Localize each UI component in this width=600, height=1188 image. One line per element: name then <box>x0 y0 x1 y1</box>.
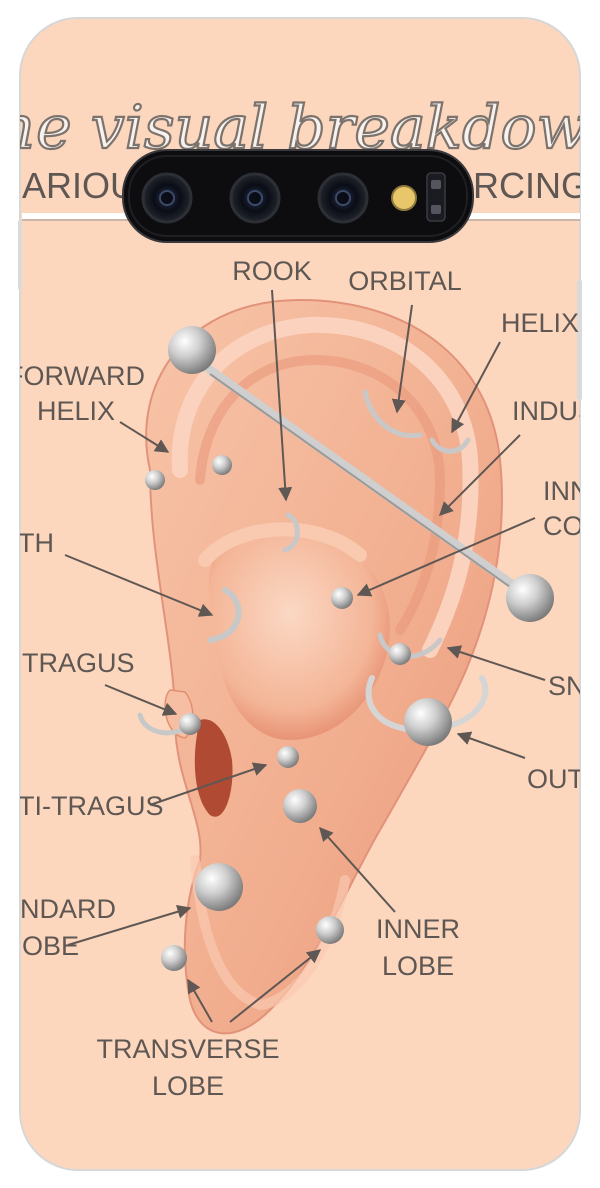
camera-lens-3-glint <box>335 190 351 206</box>
leader-outer-conch <box>456 731 526 759</box>
caps-title-left: ARIOU <box>22 165 136 206</box>
inner-lobe-ball-lower <box>316 916 344 944</box>
leader-orbital <box>391 304 413 414</box>
label-standard-lobe-2: OBE <box>22 931 79 961</box>
forward-helix-ball-2 <box>212 455 232 475</box>
label-daith: TH <box>18 528 54 558</box>
label-tragus: TRAGUS <box>22 648 135 678</box>
rook-ring <box>282 512 300 553</box>
label-standard-lobe-1: NDARD <box>20 894 116 924</box>
script-title: the visual breakdown <box>0 93 600 163</box>
helix-ring <box>429 437 471 454</box>
transverse-lobe-ball <box>161 945 187 971</box>
label-helix: HELIX <box>501 308 579 338</box>
label-inner-lobe-1: INNER <box>376 914 460 944</box>
sensor-dot-1 <box>431 180 441 189</box>
label-orbital: ORBITAL <box>348 266 462 296</box>
camera-module <box>122 149 474 243</box>
leader-snug <box>446 645 546 681</box>
camera-lens-1-glint <box>159 190 175 206</box>
inner-conch-ball <box>331 587 353 609</box>
label-anti-tragus: TI-TRAGUS <box>18 791 164 821</box>
flash-icon <box>391 185 417 211</box>
ear-canal <box>194 719 233 817</box>
industrial-bar <box>205 365 525 595</box>
label-inner-lobe-2: LOBE <box>382 951 454 981</box>
sensor-dot-2 <box>431 205 441 214</box>
leader-rook <box>271 289 293 502</box>
leader-forward-helix <box>119 421 170 453</box>
leader-helix <box>451 341 501 434</box>
label-rook: ROOK <box>232 256 312 286</box>
leader-inner-conch <box>356 517 536 597</box>
ear-antihelix <box>198 522 367 567</box>
daith-ring <box>207 587 242 643</box>
inner-lobe-ball-upper <box>283 789 317 823</box>
industrial-bar-shade <box>209 373 521 595</box>
jewelry-group <box>137 326 554 971</box>
leader-tragus <box>104 684 178 716</box>
leader-anti-tragus <box>149 762 268 806</box>
camera-bar <box>122 149 474 243</box>
camera-bar-inner <box>128 155 468 237</box>
ear-concha-bowl <box>208 530 390 740</box>
leader-industrial <box>439 434 521 516</box>
leader-transverse-lobe-b <box>229 949 322 1023</box>
label-snug: SN <box>548 671 586 701</box>
side-button-right <box>577 280 582 400</box>
side-button-left <box>18 220 22 290</box>
tragus-ball <box>179 713 201 735</box>
forward-helix-ball-1 <box>145 470 165 490</box>
label-inner-conch-2: CO <box>543 511 584 541</box>
leader-daith <box>64 554 214 617</box>
snug-ball <box>389 643 411 665</box>
leader-lines <box>64 289 546 1023</box>
standard-lobe-ball <box>195 863 243 911</box>
leader-standard-lobe <box>67 904 192 946</box>
camera-lens-2-glint <box>247 190 263 206</box>
label-forward-helix-2: HELIX <box>37 396 115 426</box>
caps-title-right: RCING <box>473 165 589 206</box>
label-inner-conch-1: INN <box>543 476 590 506</box>
labels: ROOK ORBITAL HELIX FORWARD HELIX INDUST … <box>7 256 600 1101</box>
leader-inner-lobe <box>319 826 396 913</box>
anti-tragus-ball <box>277 746 299 768</box>
helix-ball-top <box>168 326 216 374</box>
industrial-ball-end <box>506 574 554 622</box>
label-transverse-lobe-1: TRANSVERSE <box>96 1034 279 1064</box>
outer-conch-ball <box>404 698 452 746</box>
label-forward-helix-1: FORWARD <box>7 361 145 391</box>
ear-scapha <box>195 354 446 635</box>
label-transverse-lobe-2: LOBE <box>152 1071 224 1101</box>
orbital-ring <box>362 389 423 439</box>
leader-transverse-lobe-a <box>187 978 213 1023</box>
label-outer-conch: OUT <box>527 764 584 794</box>
label-industrial: INDUST <box>512 396 600 426</box>
